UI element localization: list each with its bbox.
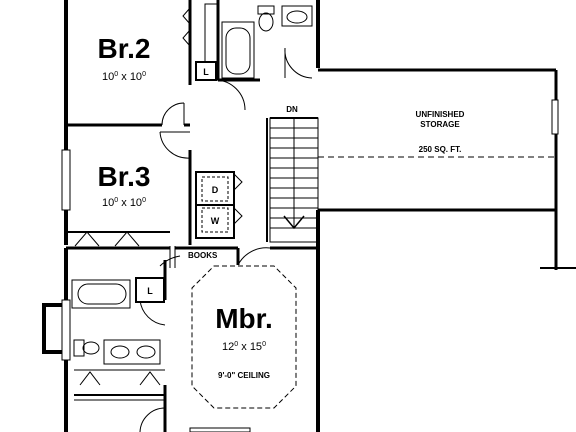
- storage-label-line1: UNFINISHED: [416, 110, 465, 119]
- mbr-room-name: Mbr.: [215, 303, 273, 334]
- br3-closet: [74, 231, 140, 247]
- storage-area: 250 SQ. FT.: [419, 145, 462, 154]
- mbr-ceiling-label: 9'-0" CEILING: [218, 371, 270, 380]
- br2-dimensions: 100 x 100: [102, 71, 146, 83]
- unfinished-storage: [318, 68, 576, 270]
- linen-closet-1: [195, 61, 217, 81]
- door-swings: [139, 47, 313, 432]
- br3-room-name: Br.3: [98, 161, 151, 192]
- dryer-label: D: [212, 185, 219, 195]
- mbr-ceiling-outline: [191, 265, 297, 409]
- stair-down-label: DN: [286, 105, 298, 114]
- stairs: [269, 117, 319, 243]
- washer-label: W: [211, 216, 220, 226]
- laundry: [201, 176, 229, 233]
- lower-bath-fixtures: [71, 279, 165, 386]
- linen-label-1: L: [203, 67, 209, 77]
- windows: [61, 149, 251, 432]
- books-shelf: [159, 246, 181, 268]
- books-label: BOOKS: [188, 251, 218, 260]
- mbr-dimensions: 120 x 150: [222, 341, 266, 353]
- linen-label-2: L: [147, 286, 153, 296]
- linen-closet-2: [135, 277, 165, 303]
- exterior-walls: [42, 0, 320, 432]
- storage-label-line2: STORAGE: [420, 120, 460, 129]
- br2-room-name: Br.2: [98, 33, 151, 64]
- br3-dimensions: 100 x 100: [102, 197, 146, 209]
- upper-bath-fixtures: [221, 5, 313, 79]
- br2-closet: [182, 3, 218, 67]
